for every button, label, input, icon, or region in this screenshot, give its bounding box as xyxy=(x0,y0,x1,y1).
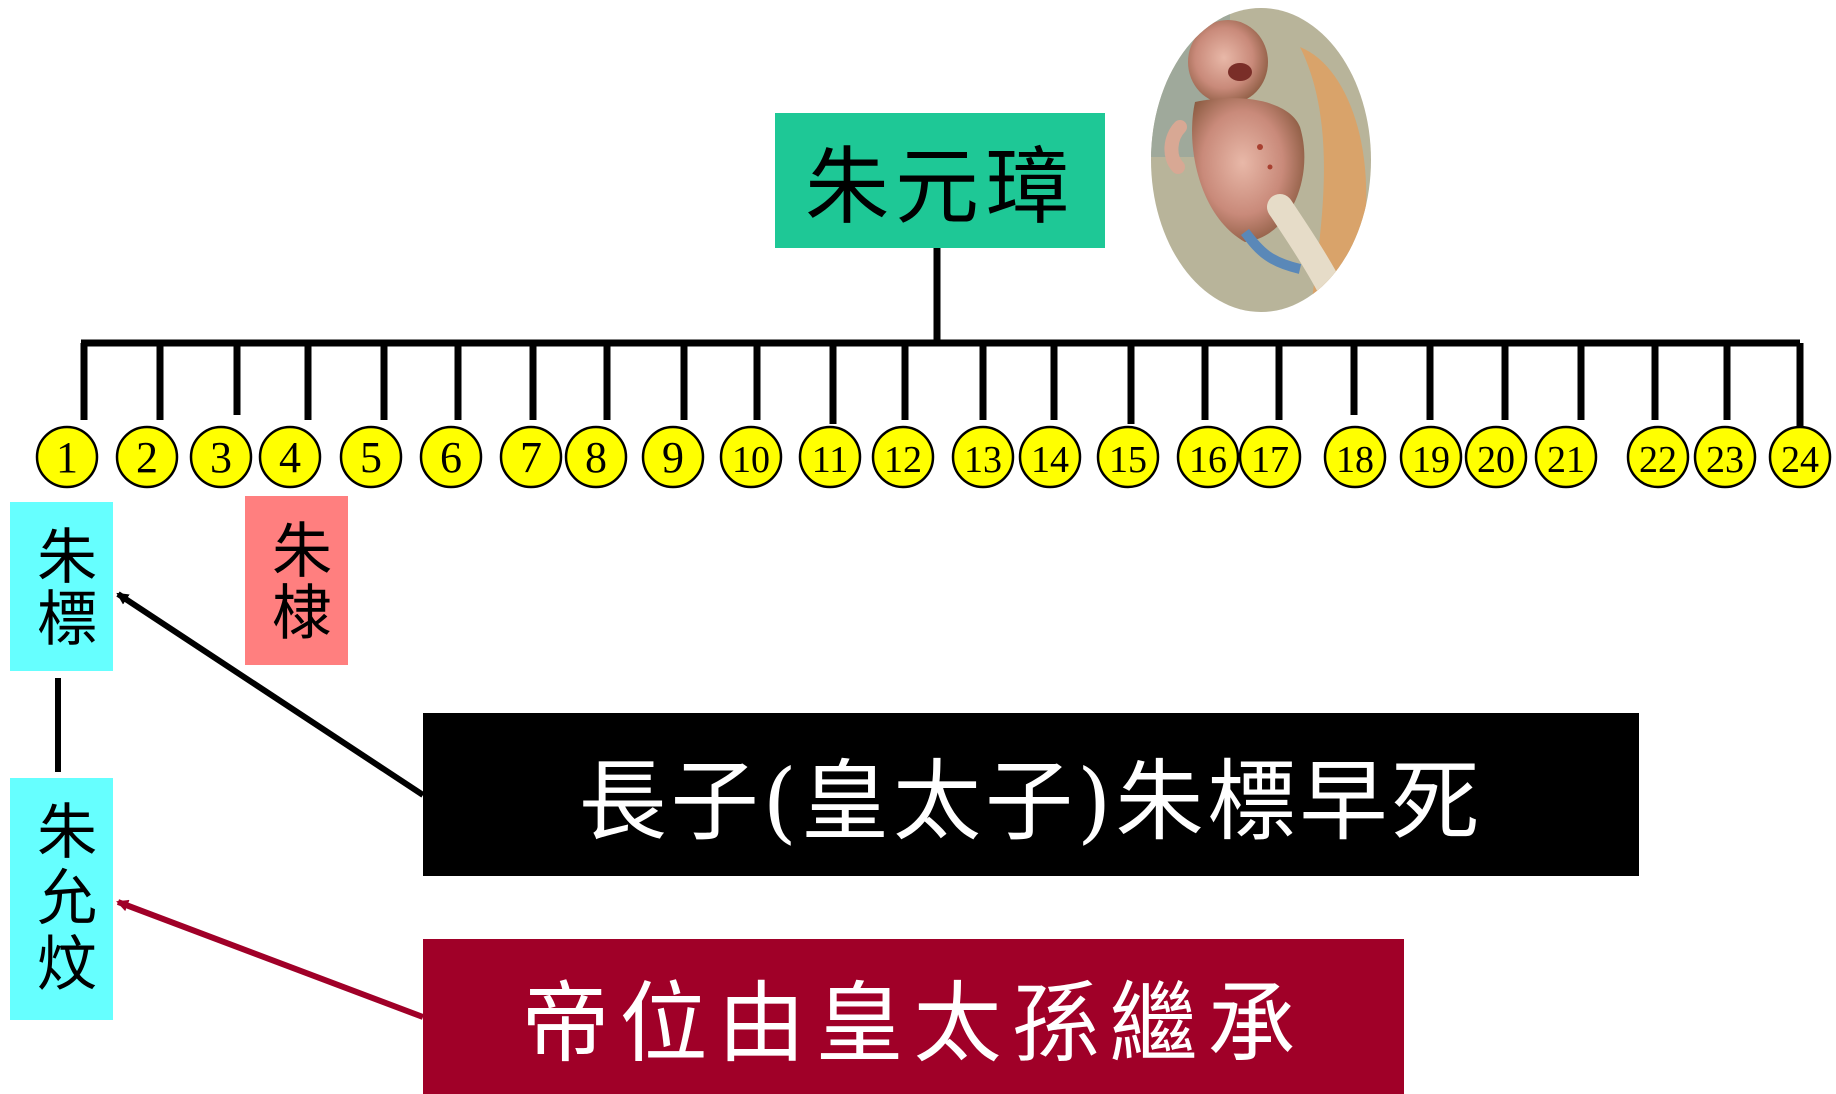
child-node-18: 18 xyxy=(1323,425,1387,489)
child-circle xyxy=(189,425,253,489)
child-node-4: 4 xyxy=(258,425,322,489)
child-number-label: 19 xyxy=(1412,439,1450,481)
child-circle xyxy=(1534,425,1598,489)
child-number-label: 18 xyxy=(1336,439,1374,481)
child-circle xyxy=(1399,425,1463,489)
child-number-label: 7 xyxy=(520,433,542,482)
child-number-label: 11 xyxy=(812,439,849,481)
child-circle xyxy=(1176,425,1240,489)
child-circle xyxy=(1238,425,1302,489)
child-circle xyxy=(951,425,1015,489)
child-circle xyxy=(871,425,935,489)
child-node-15: 15 xyxy=(1096,425,1160,489)
child-number-label: 6 xyxy=(440,433,462,482)
child-node-11: 11 xyxy=(798,425,862,489)
child-circle xyxy=(35,425,99,489)
child-node-10: 10 xyxy=(719,425,783,489)
child-number-label: 5 xyxy=(360,433,382,482)
callout-crown-prince-died-early: 長子(皇太子)朱標早死 xyxy=(423,713,1639,876)
child-number-label: 2 xyxy=(136,433,158,482)
child-number-label: 23 xyxy=(1706,439,1744,481)
child-number-label: 3 xyxy=(210,433,232,482)
child-circle xyxy=(419,425,483,489)
child-node-17: 17 xyxy=(1238,425,1302,489)
child-circle xyxy=(1323,425,1387,489)
child-number-label: 17 xyxy=(1251,439,1289,481)
callout-first-text: 長子(皇太子)朱標早死 xyxy=(578,750,1484,853)
child-circle xyxy=(719,425,783,489)
fourth-son-name: 朱棣 xyxy=(261,518,332,643)
child-number-label: 24 xyxy=(1781,439,1819,481)
child-node-1: 1 xyxy=(35,425,99,489)
crying-baby-photo-icon xyxy=(1151,8,1371,312)
root-name: 朱元璋 xyxy=(804,138,1075,236)
first-son-name: 朱標 xyxy=(26,524,97,649)
child-number-label: 14 xyxy=(1031,439,1069,481)
child-number-label: 1 xyxy=(56,433,78,482)
child-circle xyxy=(1464,425,1528,489)
child-number-label: 13 xyxy=(964,439,1002,481)
child-circle xyxy=(798,425,862,489)
child-node-3: 3 xyxy=(189,425,253,489)
child-number-label: 15 xyxy=(1109,439,1147,481)
child-number-label: 9 xyxy=(662,433,684,482)
fourth-son-zhu-di-box: 朱棣 xyxy=(245,496,348,665)
callout-arrow-grandson xyxy=(116,899,425,1020)
child-circle xyxy=(1693,425,1757,489)
child-circle xyxy=(1768,425,1832,489)
callout-second-text: 帝位由皇太孫繼承 xyxy=(521,972,1306,1075)
child-node-7: 7 xyxy=(499,425,563,489)
child-circle xyxy=(641,425,705,489)
child-node-16: 16 xyxy=(1176,425,1240,489)
child-node-12: 12 xyxy=(871,425,935,489)
child-number-label: 12 xyxy=(884,439,922,481)
child-node-24: 24 xyxy=(1768,425,1832,489)
child-node-20: 20 xyxy=(1464,425,1528,489)
child-circle xyxy=(115,425,179,489)
child-node-2: 2 xyxy=(115,425,179,489)
child-node-5: 5 xyxy=(339,425,403,489)
root-node-zhu-yuanzhang: 朱元璋 xyxy=(775,113,1105,248)
child-node-6: 6 xyxy=(419,425,483,489)
first-son-zhu-biao-box: 朱標 xyxy=(10,502,113,671)
grandson-name: 朱允炆 xyxy=(26,800,97,998)
child-node-22: 22 xyxy=(1626,425,1690,489)
child-node-14: 14 xyxy=(1018,425,1082,489)
child-node-23: 23 xyxy=(1693,425,1757,489)
child-circle xyxy=(1626,425,1690,489)
child-number-label: 8 xyxy=(585,433,607,482)
child-circle xyxy=(564,425,628,489)
child-circle xyxy=(499,425,563,489)
callout-throne-passed-to-grandson: 帝位由皇太孫繼承 xyxy=(423,939,1404,1094)
child-number-label: 20 xyxy=(1477,439,1515,481)
child-node-13: 13 xyxy=(951,425,1015,489)
child-number-label: 16 xyxy=(1189,439,1227,481)
child-node-9: 9 xyxy=(641,425,705,489)
child-number-label: 22 xyxy=(1639,439,1677,481)
callout-arrow-first-son xyxy=(116,591,425,798)
child-number-label: 4 xyxy=(279,433,301,482)
child-node-8: 8 xyxy=(564,425,628,489)
child-node-19: 19 xyxy=(1399,425,1463,489)
child-circle xyxy=(1096,425,1160,489)
child-node-21: 21 xyxy=(1534,425,1598,489)
child-number-label: 21 xyxy=(1547,439,1585,481)
grandson-zhu-yunwen-box: 朱允炆 xyxy=(10,778,113,1020)
child-circle xyxy=(1018,425,1082,489)
child-circle xyxy=(258,425,322,489)
child-number-label: 10 xyxy=(732,439,770,481)
child-circle xyxy=(339,425,403,489)
